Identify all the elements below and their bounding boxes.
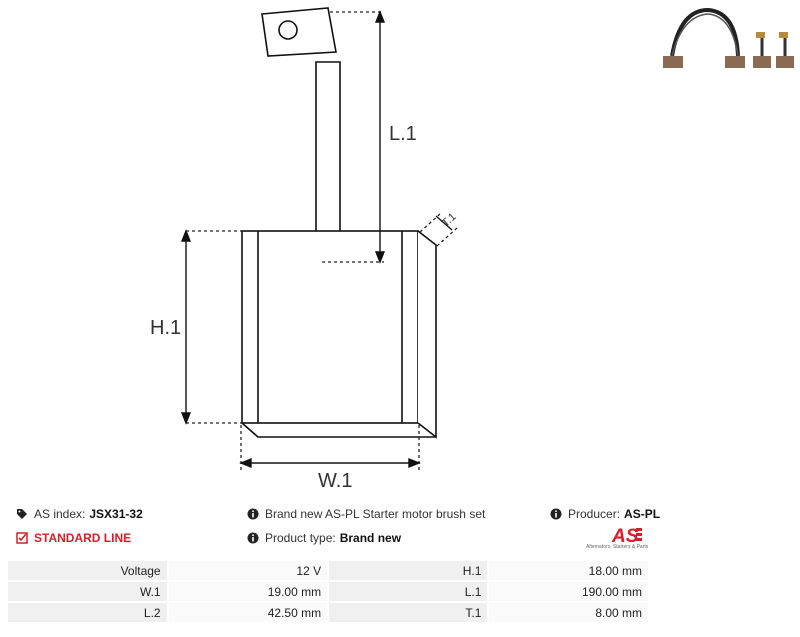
spec-value: 190.00 mm <box>489 582 648 601</box>
spec-value: 19.00 mm <box>168 582 330 601</box>
brush-body-bottom <box>241 422 436 438</box>
description: Brand new AS-PL Starter motor brush set <box>247 507 485 521</box>
as-index-value: JSX31-32 <box>89 507 143 521</box>
as-index-label: AS index: <box>34 507 86 521</box>
brush-technical-drawing: L.1 H.1 W.1 T.1 <box>150 7 794 492</box>
product-thumbnail[interactable] <box>663 7 794 68</box>
description-text: Brand new AS-PL Starter motor brush set <box>265 507 486 521</box>
brush-body-front <box>241 230 419 424</box>
producer-label: Producer: <box>568 507 621 521</box>
table-row: L.2 42.50 mm T.1 8.00 mm <box>8 603 648 622</box>
info-icon <box>247 532 259 544</box>
spec-value: 42.50 mm <box>168 603 330 622</box>
tag-icon <box>17 509 27 519</box>
terminal-hole <box>278 20 298 40</box>
spec-value: 18.00 mm <box>489 561 648 580</box>
spec-label: L.2 <box>8 603 169 622</box>
spec-label: W.1 <box>8 582 169 601</box>
product-type-label: Product type: <box>265 531 336 545</box>
as-index: AS index: JSX31-32 <box>16 507 143 521</box>
dimension-label-h1: H.1 <box>150 317 181 339</box>
table-row: Voltage 12 V H.1 18.00 mm <box>8 561 648 580</box>
spec-label: Voltage <box>8 561 169 580</box>
product-type-value: Brand new <box>339 531 402 545</box>
producer-value: AS-PL <box>624 507 661 521</box>
standard-line: STANDARD LINE <box>16 531 131 545</box>
table-row: W.1 19.00 mm L.1 190.00 mm <box>8 582 648 601</box>
spec-label: L.1 <box>329 582 490 601</box>
brush-body-side <box>417 230 437 439</box>
spec-value: 8.00 mm <box>489 603 648 622</box>
logo-tagline: Alternators, Starters & Parts <box>586 544 649 550</box>
standard-line-label: STANDARD LINE <box>34 531 132 545</box>
checkbox-checked-icon <box>16 532 28 544</box>
dimension-label-t1: T.1 <box>440 211 459 230</box>
info-icon <box>247 508 259 520</box>
terminal-tab <box>261 7 337 57</box>
spec-label: H.1 <box>329 561 490 580</box>
product-type: Product type: Brand new <box>247 531 401 545</box>
spec-value: 12 V <box>168 561 330 580</box>
dimension-label-w1: W.1 <box>318 470 352 492</box>
info-icon <box>550 508 562 520</box>
dimension-label-l1: L.1 <box>389 123 417 145</box>
as-pl-logo: AS <box>611 526 642 547</box>
producer: Producer: AS-PL <box>550 507 660 521</box>
specs-table: Voltage 12 V H.1 18.00 mm W.1 19.00 mm L… <box>8 559 648 624</box>
logo-text: AS <box>611 526 639 547</box>
spec-label: T.1 <box>329 603 490 622</box>
